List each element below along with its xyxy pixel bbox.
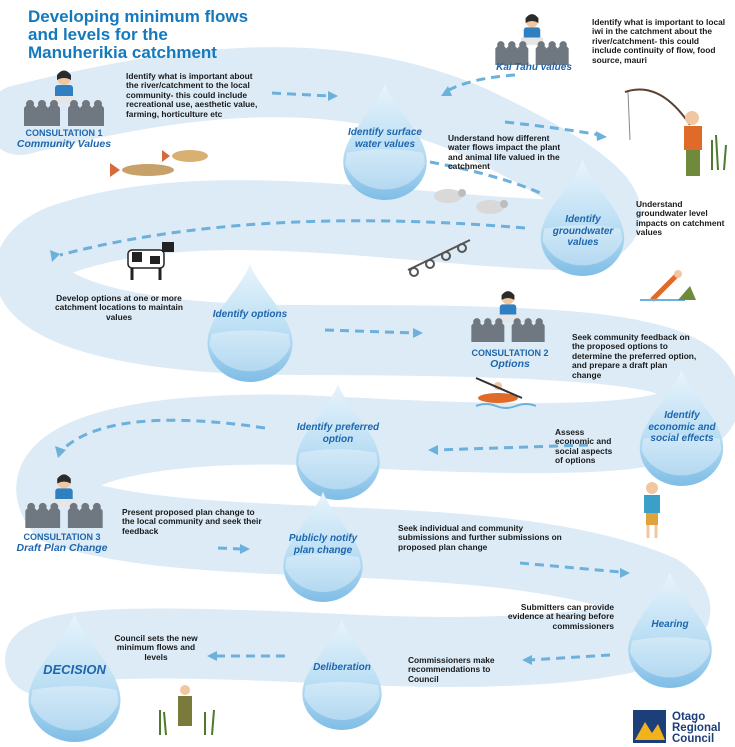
drop-label-notify: Publicly notify plan change (288, 533, 358, 556)
consultation-2-title: CONSULTATION 2 (471, 348, 549, 358)
text-community-values: Identify what is important about the riv… (126, 71, 258, 119)
kai-tahu-label: Kai Tahu values (496, 62, 572, 73)
consultation-1-title: CONSULTATION 1 (25, 128, 103, 138)
logo-line-1: Otago (672, 711, 706, 723)
drop-options (207, 263, 293, 382)
council-logo: Otago Regional Council (672, 711, 721, 745)
drop-label-decision: DECISION (43, 662, 106, 677)
consultation-1-sub: Community Values (16, 138, 112, 150)
drop-label-deliberation: Deliberation (313, 662, 371, 673)
text-surface-water: Understand how different water flows imp… (448, 133, 561, 172)
text-groundwater: Understand groundwater level impacts on … (636, 199, 725, 238)
text-kai-tahu: Identify what is important to local iwi … (592, 17, 726, 65)
consultation-1-label: CONSULTATION 1 Community Values (14, 128, 114, 150)
title-line-2: and levels for the (28, 25, 168, 44)
text-consultation-2: Seek community feedback on the proposed … (572, 332, 697, 380)
text-commissioners: Commissioners make recommendations to Co… (408, 655, 495, 684)
flow-arrows (59, 73, 621, 662)
title-line-3: Manuherikia catchment (28, 43, 217, 62)
text-options: Develop options at one or more catchment… (55, 293, 183, 322)
sheep-icon (434, 189, 508, 214)
text-notify: Seek individual and community submission… (398, 523, 562, 552)
page-title: Developing minimum flows and levels for … (28, 8, 328, 62)
consultation-2-sub: Options (490, 358, 530, 370)
text-submitters: Submitters can provide evidence at heari… (507, 602, 614, 631)
kayak-icon (475, 377, 537, 409)
arrowheads (50, 86, 630, 665)
text-consultation-3: Present proposed plan change to the loca… (122, 507, 262, 536)
consultation-3-sub: Draft Plan Change (16, 542, 108, 554)
hiker-icon (644, 482, 660, 538)
consultation-3-label: CONSULTATION 3 Draft Plan Change (10, 532, 114, 554)
drop-label-hearing: Hearing (651, 619, 689, 630)
drop-label-options: Identify options (212, 309, 288, 320)
drop-label-economic: Identify economic and social effects (648, 410, 716, 444)
drop-label-preferred: Identify preferred option (296, 422, 380, 445)
wader-icon (159, 685, 215, 736)
drop-label-groundwater: Identify groundwater values (552, 214, 614, 248)
irrigator-icon (407, 239, 471, 277)
consultation-2-label: CONSULTATION 2 Options (460, 348, 560, 370)
fish-icon (110, 150, 208, 177)
consultation-3-title: CONSULTATION 3 (23, 532, 101, 542)
text-council: Council sets the new minimum flows and l… (114, 633, 198, 662)
title-line-1: Developing minimum flows (28, 7, 249, 26)
logo-line-3: Council (672, 733, 715, 745)
text-assess: Assess economic and social aspects of op… (555, 427, 613, 466)
fisherman-icon (624, 88, 727, 176)
drop-label-surface: Identify surface water values (348, 127, 422, 150)
cow-icon (127, 242, 174, 280)
logo-line-2: Regional (672, 722, 721, 734)
diver-icon (640, 270, 696, 302)
kai-tahu-meeting-icon (495, 14, 569, 65)
council-logo-icon (633, 710, 666, 743)
